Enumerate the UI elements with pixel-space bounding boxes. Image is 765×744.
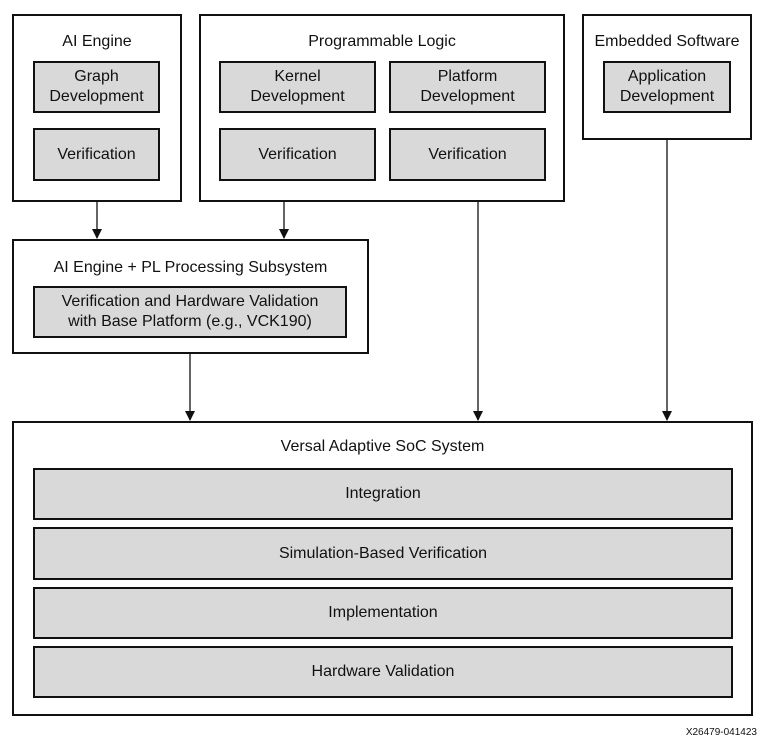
programmable-logic-title: Programmable Logic bbox=[308, 33, 456, 50]
simulation-verification-step: Simulation-Based Verification bbox=[33, 527, 733, 580]
versal-system-title: Versal Adaptive SoC System bbox=[280, 438, 485, 455]
processing-subsystem-title: AI Engine + PL Processing Subsystem bbox=[53, 259, 328, 276]
figure-id: X26479-041423 bbox=[685, 727, 757, 738]
kernel-development-box: Kernel Development bbox=[219, 61, 376, 113]
ai-engine-verification-box: Verification bbox=[33, 128, 160, 181]
hardware-validation-base-platform-box: Verification and Hardware Validation wit… bbox=[33, 286, 347, 338]
kernel-verification-box: Verification bbox=[219, 128, 376, 181]
ai-engine-title: AI Engine bbox=[62, 33, 132, 50]
embedded-software-title: Embedded Software bbox=[594, 33, 740, 50]
platform-verification-box: Verification bbox=[389, 128, 546, 181]
application-development-box: Application Development bbox=[603, 61, 731, 113]
implementation-step: Implementation bbox=[33, 587, 733, 639]
integration-step: Integration bbox=[33, 468, 733, 520]
hardware-validation-step: Hardware Validation bbox=[33, 646, 733, 698]
graph-development-box: Graph Development bbox=[33, 61, 160, 113]
platform-development-box: Platform Development bbox=[389, 61, 546, 113]
